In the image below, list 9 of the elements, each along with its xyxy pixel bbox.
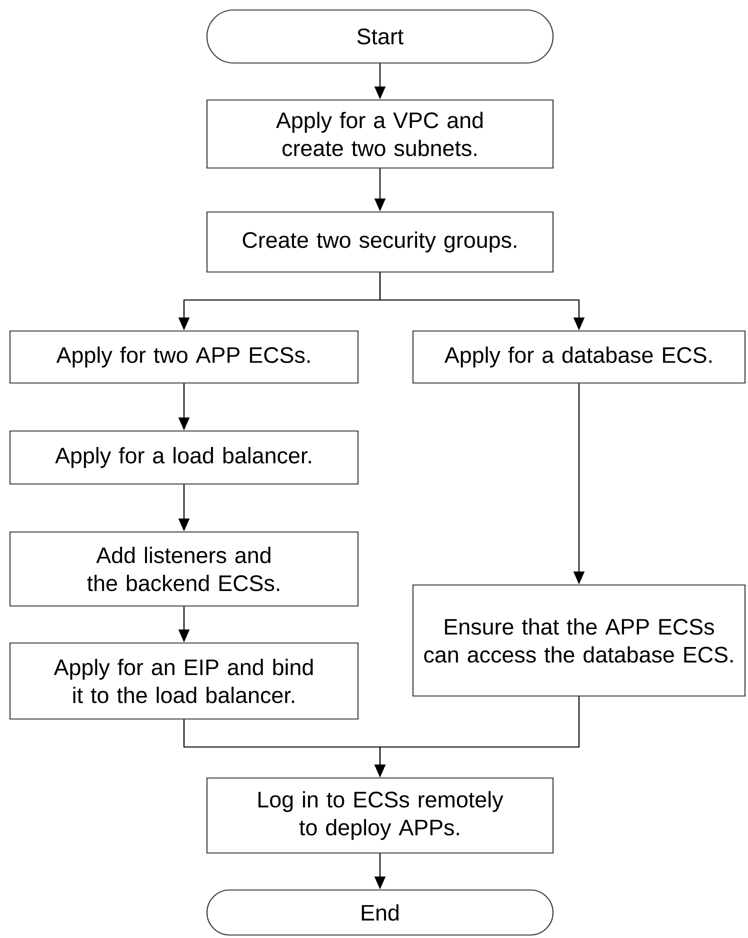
process-box: Apply for an EIP and bind it to the load balancer. <box>9 642 359 720</box>
process-box: Add listeners and the backend ECSs. <box>9 531 359 607</box>
process-box: Apply for a database ECS. <box>412 330 746 384</box>
process-box: Apply for two APP ECSs. <box>9 330 359 384</box>
process-box: Apply for a VPC and create two subnets. <box>206 99 554 169</box>
process-box: Ensure that the APP ECSs can access the database ECS. <box>412 584 746 697</box>
process-box: Apply for a load balancer. <box>9 430 359 485</box>
process-box: Create two security groups. <box>206 211 554 273</box>
process-box: Log in to ECSs remotely to deploy APPs. <box>206 777 554 854</box>
